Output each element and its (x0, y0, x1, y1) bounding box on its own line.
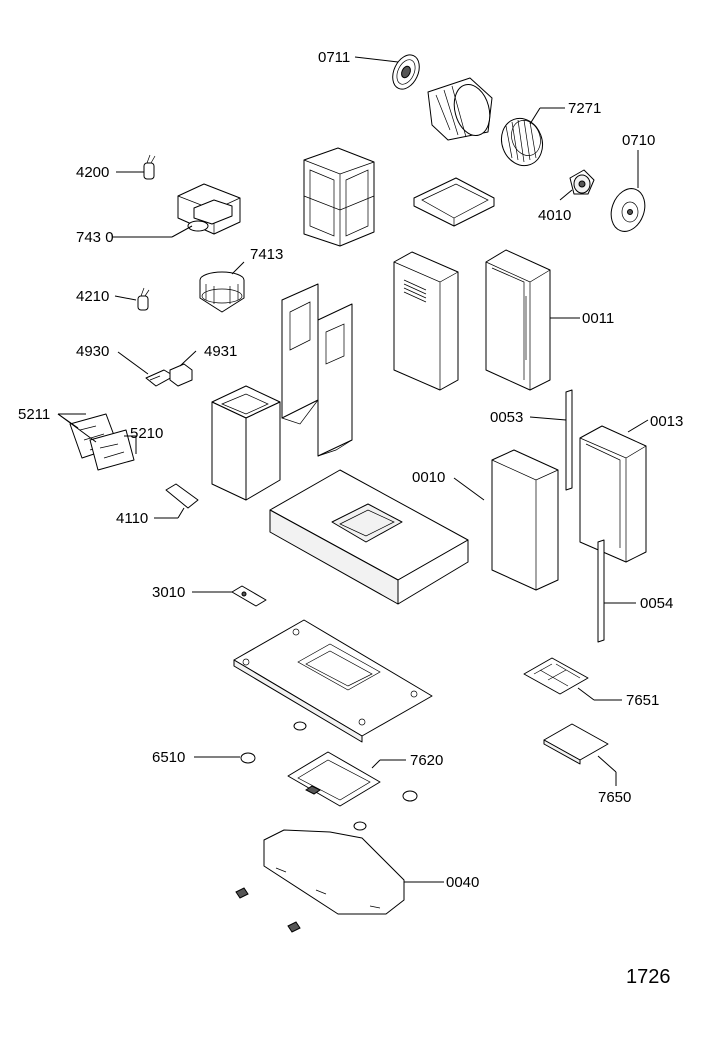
label-0710: 0710 (622, 132, 655, 149)
part-0710-cover (610, 188, 646, 232)
label-5211: 5211 (18, 406, 50, 423)
part-0040-cover (263, 829, 405, 915)
part-7651-filter-holder (523, 657, 589, 695)
label-4210: 4210 (76, 288, 109, 305)
label-0013: 0013 (650, 413, 683, 430)
part-vertical-brackets (281, 283, 353, 457)
label-5210: 5210 (130, 425, 163, 442)
label-4200: 4200 (76, 164, 109, 181)
label-3010: 3010 (152, 584, 185, 601)
part-0010-chimney-front (491, 449, 559, 591)
part-7271-impeller (500, 117, 544, 167)
part-7430-duct (177, 183, 241, 235)
part-bottom-plate (233, 619, 433, 743)
label-4931: 4931 (204, 343, 237, 360)
page-number: 1726 (626, 966, 671, 988)
label-4010: 4010 (538, 207, 571, 224)
label-0053: 0053 (490, 409, 523, 426)
label-6510: 6510 (152, 749, 185, 766)
label-7620: 7620 (410, 752, 443, 769)
part-0013-chimney-lower (579, 425, 647, 563)
part-4931-module (169, 363, 193, 387)
part-blower-housing (427, 77, 493, 141)
part-chimney-upper-left (393, 251, 459, 391)
part-0011-chimney-upper (485, 249, 551, 391)
part-7413-ring (199, 271, 245, 313)
part-0054-strip (597, 539, 605, 643)
label-7651: 7651 (626, 692, 659, 709)
part-6510-lamps (240, 721, 418, 831)
label-4110: 4110 (116, 510, 148, 527)
part-support-frame (303, 147, 375, 247)
label-0054: 0054 (640, 595, 673, 612)
part-clips (235, 887, 301, 933)
part-7650-carbon-filter (543, 723, 609, 765)
label-0040: 0040 (446, 874, 479, 891)
part-4210-capacitor (137, 287, 150, 311)
label-0011: 0011 (582, 310, 614, 327)
part-0053-strip (565, 389, 573, 491)
part-electronics-box (211, 385, 281, 501)
part-3010-switch (231, 585, 267, 607)
label-7413: 7413 (250, 246, 283, 263)
label-4930: 4930 (76, 343, 109, 360)
label-7271: 7271 (568, 100, 601, 117)
part-4110-bar (165, 483, 199, 509)
part-7620-filter (287, 751, 381, 807)
part-4200-capacitor (143, 154, 156, 180)
part-0711-flange (392, 54, 420, 90)
part-5210-board (89, 429, 135, 471)
part-mounting-plate (413, 177, 495, 227)
label-0711: 0711 (318, 49, 350, 66)
label-7430: 743 0 (76, 229, 114, 246)
part-4010-motor (569, 169, 595, 195)
part-hood-body (269, 469, 469, 605)
label-0010: 0010 (412, 469, 445, 486)
label-7650: 7650 (598, 789, 631, 806)
